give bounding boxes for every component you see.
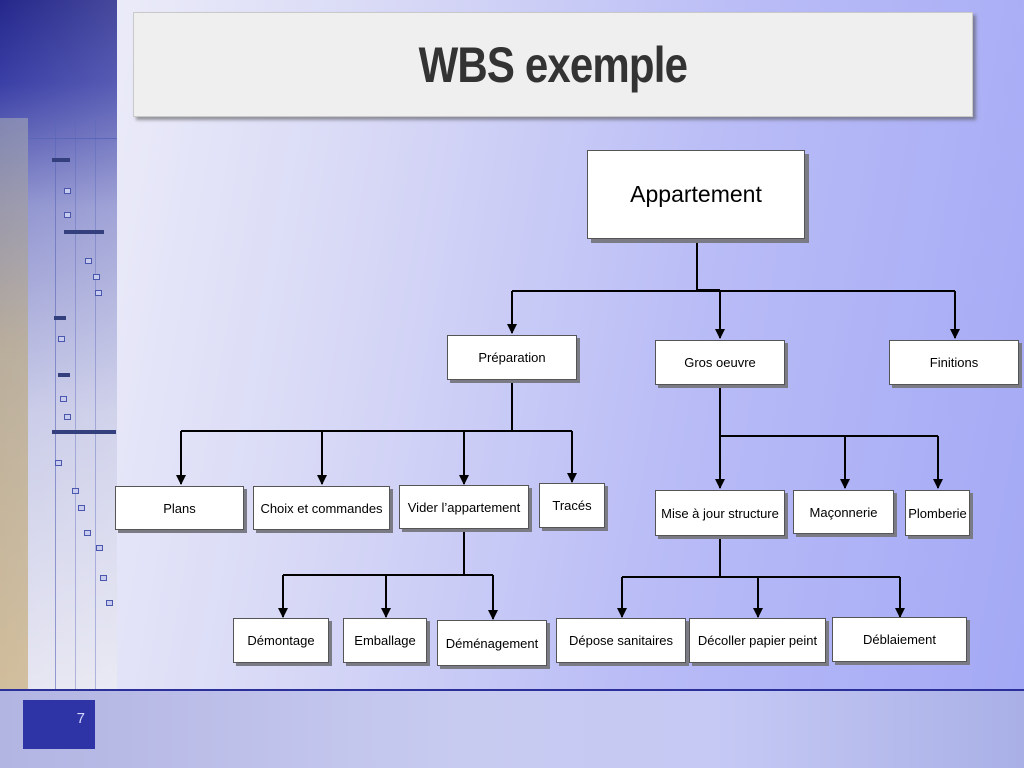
decorative-gantt-task bbox=[100, 575, 107, 581]
wbs-node-depose-sanitaires: Dépose sanitaires bbox=[556, 618, 686, 663]
decorative-gantt-gridline bbox=[95, 120, 96, 690]
decorative-gantt-task bbox=[72, 488, 79, 494]
decorative-gantt-task bbox=[78, 505, 85, 511]
wbs-node-vider-appartement: Vider l’appartement bbox=[399, 485, 529, 529]
decorative-gantt-task bbox=[55, 460, 62, 466]
wbs-connectors bbox=[176, 240, 960, 620]
wbs-node-demenagement: Déménagement bbox=[437, 620, 547, 666]
decorative-toolbar-strip bbox=[0, 118, 28, 690]
wbs-node-traces: Tracés bbox=[539, 483, 605, 528]
wbs-node-label: Dépose sanitaires bbox=[568, 633, 674, 648]
wbs-node-label: Gros oeuvre bbox=[684, 355, 756, 370]
page-number: 7 bbox=[76, 710, 85, 727]
connector-root-trunk bbox=[696, 240, 720, 291]
decorative-gantt-summary-bar bbox=[64, 230, 104, 234]
decorative-gantt-task bbox=[64, 188, 71, 194]
wbs-node-demontage: Démontage bbox=[233, 618, 329, 663]
decorative-gantt-task bbox=[60, 396, 67, 402]
wbs-node-label: Tracés bbox=[552, 498, 592, 513]
wbs-node-decoller-papier-peint: Décoller papier peint bbox=[689, 618, 826, 663]
wbs-node-preparation: Préparation bbox=[447, 335, 577, 380]
wbs-node-label: Plomberie bbox=[908, 505, 967, 521]
decorative-left-strip bbox=[0, 0, 117, 690]
wbs-node-label: Vider l’appartement bbox=[407, 499, 521, 515]
decorative-gantt-task bbox=[95, 290, 102, 296]
wbs-node-label: Appartement bbox=[630, 181, 762, 207]
wbs-node-label: Plans bbox=[163, 500, 196, 516]
decorative-gantt-task bbox=[84, 530, 91, 536]
wbs-node-gros-oeuvre: Gros oeuvre bbox=[655, 340, 785, 385]
decorative-gantt-summary-bar bbox=[58, 373, 70, 377]
wbs-node-choix-et-commandes: Choix et commandes bbox=[253, 486, 390, 530]
decorative-fade bbox=[0, 0, 117, 690]
decorative-gantt-task bbox=[96, 545, 103, 551]
wbs-node-label: Emballage bbox=[354, 633, 416, 648]
wbs-node-plomberie: Plomberie bbox=[905, 490, 970, 536]
wbs-node-label: Mise à jour structure bbox=[661, 505, 779, 521]
wbs-node-label: Décoller papier peint bbox=[697, 633, 818, 648]
slide-title: WBS exemple bbox=[418, 36, 688, 93]
wbs-node-mise-a-jour-structure: Mise à jour structure bbox=[655, 490, 785, 536]
wbs-node-label: Déblaiement bbox=[863, 632, 936, 647]
wbs-node-finitions: Finitions bbox=[889, 340, 1019, 385]
wbs-node-label: Préparation bbox=[478, 350, 546, 365]
page-number-box: 7 bbox=[23, 700, 95, 749]
title-box: WBS exemple bbox=[133, 12, 973, 117]
wbs-node-plans: Plans bbox=[115, 486, 244, 530]
decorative-gantt-summary-bar bbox=[52, 158, 70, 162]
wbs-node-label: Maçonnerie bbox=[809, 504, 878, 520]
wbs-node-label: Déménagement bbox=[445, 635, 539, 651]
decorative-gantt-task bbox=[64, 212, 71, 218]
wbs-node-label: Choix et commandes bbox=[260, 500, 383, 516]
wbs-node-label: Finitions bbox=[929, 355, 979, 370]
footer-divider bbox=[0, 689, 1024, 691]
decorative-gantt-summary-bar bbox=[54, 316, 66, 320]
decorative-gantt-gridline bbox=[55, 120, 56, 690]
wbs-node-label: Démontage bbox=[247, 633, 315, 648]
decorative-gantt-task bbox=[106, 600, 113, 606]
decorative-gantt-header-line bbox=[30, 138, 117, 139]
decorative-gantt-task bbox=[64, 414, 71, 420]
decorative-gantt-task bbox=[85, 258, 92, 264]
wbs-node-deblaiement: Déblaiement bbox=[832, 617, 967, 662]
wbs-node-root: Appartement bbox=[587, 150, 805, 239]
decorative-gantt-task bbox=[93, 274, 100, 280]
decorative-gantt-gridline bbox=[75, 120, 76, 690]
footer-bar bbox=[0, 691, 1024, 768]
wbs-node-emballage: Emballage bbox=[343, 618, 427, 663]
decorative-gantt-summary-bar bbox=[52, 430, 116, 434]
wbs-node-maconnerie: Maçonnerie bbox=[793, 490, 894, 534]
decorative-gantt-task bbox=[58, 336, 65, 342]
